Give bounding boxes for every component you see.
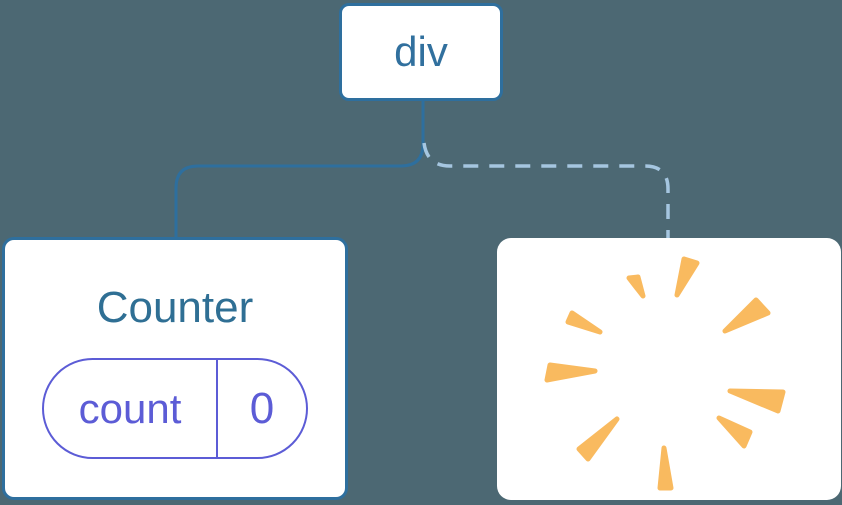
counter-title: Counter	[96, 283, 254, 332]
poof-ray	[657, 445, 674, 491]
counter-component-card: Counter count 0	[2, 237, 348, 500]
poof-ray	[722, 297, 771, 334]
poof-ray	[576, 416, 620, 462]
root-node-div: div	[339, 3, 503, 101]
poof-ray	[674, 256, 700, 298]
removed-component-card	[497, 238, 841, 500]
root-node-label: div	[394, 28, 448, 75]
poof-ray	[626, 274, 646, 299]
state-pill: count 0	[42, 358, 308, 459]
solid-connector-line	[174, 101, 425, 238]
poof-ray	[565, 310, 603, 335]
poof-ray	[716, 415, 753, 449]
state-value-label: 0	[249, 383, 275, 433]
poof-ray	[727, 388, 786, 414]
state-name-label: count	[44, 360, 218, 457]
dashed-connector-line	[422, 142, 670, 239]
poof-ray	[544, 362, 598, 383]
poof-sparkle-icon	[544, 256, 786, 491]
